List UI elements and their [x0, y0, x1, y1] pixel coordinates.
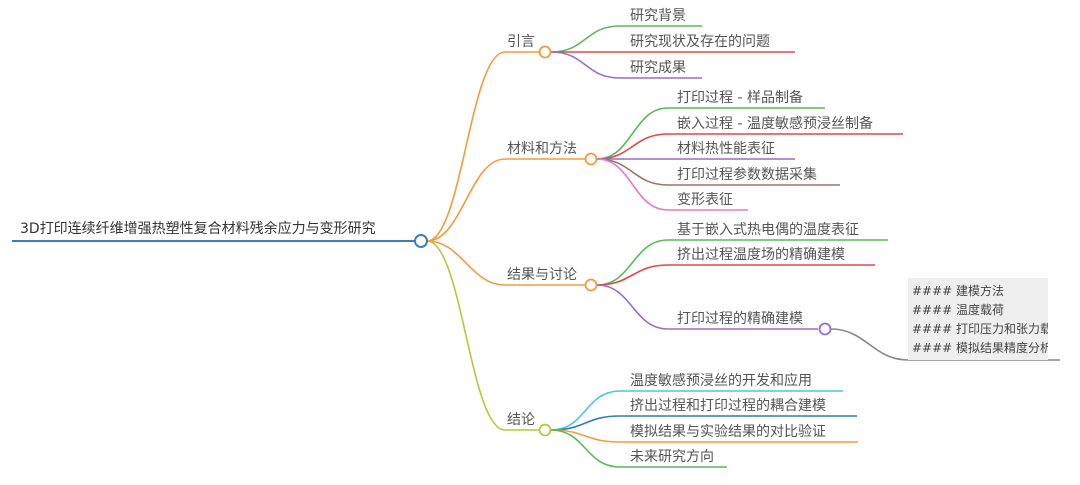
leaf-connector [596, 158, 748, 211]
collapse-toggle-icon [538, 423, 552, 437]
branch-intro[interactable]: 引言 [507, 34, 535, 50]
notes-connector [830, 328, 1060, 361]
leaf-node[interactable]: 研究现状及存在的问题 [630, 34, 770, 50]
leaf-node[interactable]: 研究成果 [630, 60, 686, 76]
leaf-node[interactable]: 挤出过程温度场的精确建模 [677, 247, 845, 263]
branch-conclusion[interactable]: 结论 [507, 412, 535, 428]
branch-connector [426, 240, 539, 431]
branch-connector [426, 240, 585, 286]
leaf-node[interactable]: 打印过程参数数据采集 [677, 167, 817, 183]
collapse-toggle-icon [414, 234, 428, 248]
note-line: #### 模拟结果精度分析 [912, 341, 1048, 355]
leaf-node[interactable]: 嵌入过程 - 温度敏感预浸丝制备 [677, 116, 873, 132]
leaf-connector [550, 415, 857, 431]
leaf-node[interactable]: 基于嵌入式热电偶的温度表征 [677, 222, 859, 238]
leaf-node[interactable]: 模拟结果与实验结果的对比验证 [630, 424, 826, 440]
leaf-node[interactable]: 打印过程的精确建模 [677, 311, 803, 327]
branch-connector [426, 51, 539, 242]
leaf-connector [550, 429, 858, 443]
leaf-node[interactable]: 打印过程 - 样品制备 [677, 90, 803, 106]
collapse-toggle-icon [818, 322, 832, 336]
leaf-connector [550, 390, 843, 431]
leaf-node[interactable]: 温度敏感预浸丝的开发和应用 [630, 373, 812, 389]
note-line: #### 温度载荷 [912, 303, 1005, 317]
collapse-toggle-icon [584, 278, 598, 292]
note-line: #### 建模方法 [912, 284, 1005, 298]
leaf-connector [596, 107, 825, 160]
root-node-label[interactable]: 3D打印连续纤维增强热塑性复合材料残余应力与变形研究 [20, 221, 376, 237]
notes-box[interactable]: #### 建模方法 #### 温度载荷 #### 打印压力和张力载 #### 模… [908, 278, 1048, 360]
leaf-node[interactable]: 材料热性能表征 [677, 141, 775, 157]
note-line: #### 打印压力和张力载 [912, 322, 1048, 336]
collapse-toggle-icon [538, 45, 552, 59]
leaf-connector [596, 264, 875, 286]
leaf-connector [550, 25, 702, 53]
leaf-connector [596, 133, 903, 160]
leaf-connector [596, 284, 818, 330]
leaf-connector [550, 51, 702, 79]
leaf-connector [550, 429, 727, 468]
branch-methods[interactable]: 材料和方法 [507, 141, 577, 157]
leaf-connector [596, 158, 840, 186]
branch-results[interactable]: 结果与讨论 [507, 267, 577, 283]
collapse-toggle-icon [584, 152, 598, 166]
leaf-node[interactable]: 研究背景 [630, 8, 686, 24]
leaf-connector [596, 239, 888, 286]
leaf-node[interactable]: 未来研究方向 [630, 449, 714, 465]
branch-connector [426, 158, 585, 242]
leaf-node[interactable]: 挤出过程和打印过程的耦合建模 [630, 398, 826, 414]
leaf-node[interactable]: 变形表征 [677, 192, 733, 208]
